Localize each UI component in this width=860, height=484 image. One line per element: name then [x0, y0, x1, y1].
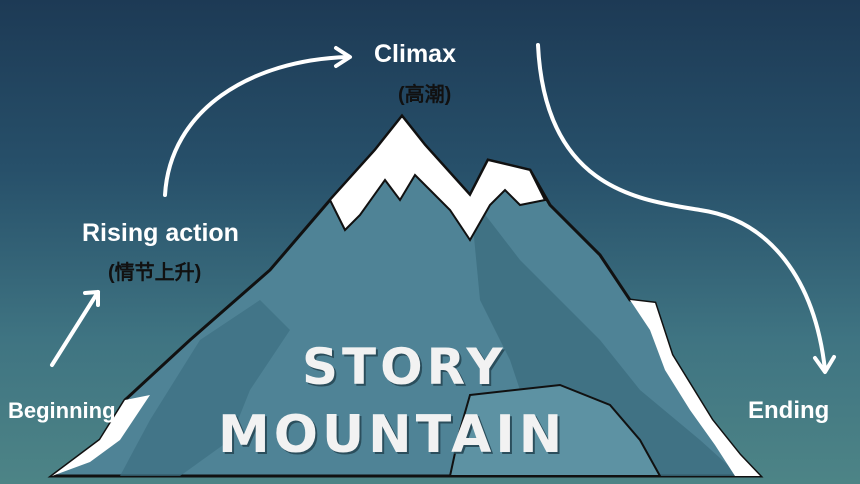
mountain-shadow-left — [120, 300, 290, 476]
label-rising-action-chinese: (情节上升) — [108, 262, 202, 284]
snow-ridge-right — [630, 300, 760, 476]
arrow-beginning-to-rising — [50, 290, 100, 367]
arrow-rising-to-climax — [163, 55, 350, 197]
arrow-rising-head — [334, 46, 352, 68]
mountain-title-line2: MOUNTAIN — [218, 405, 567, 465]
label-beginning: Beginning — [8, 398, 116, 423]
label-climax: Climax — [374, 40, 456, 68]
label-rising-action: Rising action — [82, 219, 239, 247]
label-ending: Ending — [748, 397, 830, 424]
label-climax-chinese: (高潮) — [398, 84, 452, 106]
arrow-beginning-head — [83, 290, 100, 307]
mountain-title-line1: STORY — [302, 338, 507, 396]
arrow-climax-to-ending — [536, 43, 827, 372]
arrow-ending-head — [813, 355, 836, 374]
snow-ridge-left — [52, 395, 150, 476]
rock-slab — [448, 383, 662, 477]
snow-cap — [328, 114, 547, 242]
